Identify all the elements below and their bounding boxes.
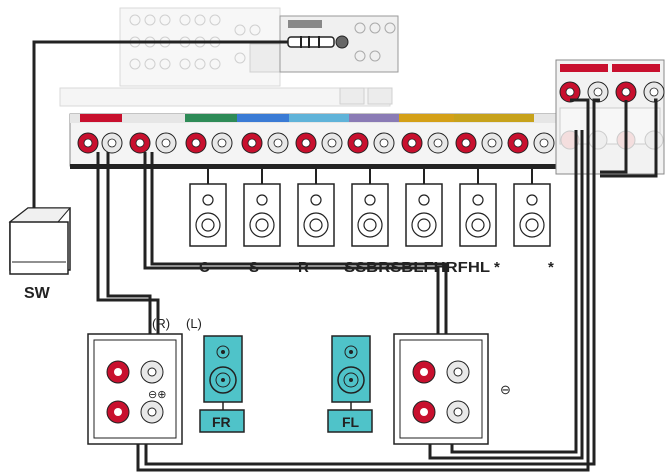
speaker-driver [525,218,539,232]
speaker-cabinet [405,183,443,247]
speaker-terminal-core [487,138,497,148]
speaker-driver [310,194,322,206]
speaker-driver [519,212,545,238]
subwoofer-label: SW [24,285,51,302]
fl-label: FL [342,414,360,430]
speaker-terminal-core [161,138,171,148]
speaker-cabinet [351,183,389,247]
zone-terminal-core [649,87,659,97]
speaker-terminal-core [301,138,311,148]
speaker-driver [255,218,269,232]
receiver-rear-panel [59,7,393,107]
rca-plug [287,36,335,48]
speaker-label-star: * [548,259,554,276]
speaker-terminal-core [433,138,443,148]
zone-terminal-block [555,59,665,175]
speaker-terminal-core [327,138,337,148]
speaker-cabinet [297,183,335,247]
speaker-terminal-core [217,138,227,148]
speaker-driver [195,212,221,238]
speaker-terminal-core [107,138,117,148]
speaker-terminal-core [461,138,471,148]
speaker-driver [471,218,485,232]
speaker-driver [201,218,215,232]
speaker-driver [417,218,431,232]
speaker-terminal-core [513,138,523,148]
speaker-driver [202,194,214,206]
speaker-driver [363,218,377,232]
subwoofer-preout-panel [279,15,399,73]
zone-terminal-core [621,87,631,97]
speaker-cabinet [459,183,497,247]
speaker-label-c: C [199,259,210,276]
zone-terminal-faded [644,130,664,150]
fr-speaker [199,335,245,433]
front-l-label: (L) [186,316,202,331]
speaker-terminal-core [353,138,363,148]
zone-terminal-faded [588,130,608,150]
speaker-terminal-core [273,138,283,148]
zone-terminal-core [593,87,603,97]
speaker-driver [364,194,376,206]
speaker-driver [249,212,275,238]
minus-symbol: ⊖ [500,382,511,397]
speaker-cabinet [513,183,551,247]
speaker-label-fhl-star: * [494,259,500,276]
fr-terminal-block [87,333,183,445]
speaker-label-s: S [249,259,259,276]
speaker-terminal-core [247,138,257,148]
fl-terminal-block [393,333,489,445]
subwoofer-preout-jack[interactable] [335,35,349,49]
speaker-terminal-core [135,138,145,148]
speaker-driver [465,212,491,238]
speaker-driver [303,212,329,238]
speaker-cabinet [189,183,227,247]
speaker-terminal-core [379,138,389,148]
zone-terminal-core [565,87,575,97]
speaker-cabinet [243,183,281,247]
speaker-driver [256,194,268,206]
front-r-label: (R) [152,316,170,331]
subwoofer [8,207,72,275]
fr-label: FR [212,414,231,430]
cables [32,40,658,472]
speaker-terminal-core [539,138,549,148]
fl-speaker [327,335,373,433]
speaker-terminal-core [83,138,93,148]
speaker-driver [418,194,430,206]
speaker-driver [472,194,484,206]
speaker-driver [309,218,323,232]
speaker-terminal-core [191,138,201,148]
speaker-driver [526,194,538,206]
speaker-driver [357,212,383,238]
speaker-terminal-core [407,138,417,148]
speaker-label-r: R [298,259,309,276]
front-plus-minus-symbol: ⊖⊕ [148,389,166,401]
speaker-label-sbr-group: SSBRSBLFHRFHL [344,259,490,276]
speaker-driver [411,212,437,238]
surround-speakers [189,166,551,247]
terminal-row [77,132,555,154]
